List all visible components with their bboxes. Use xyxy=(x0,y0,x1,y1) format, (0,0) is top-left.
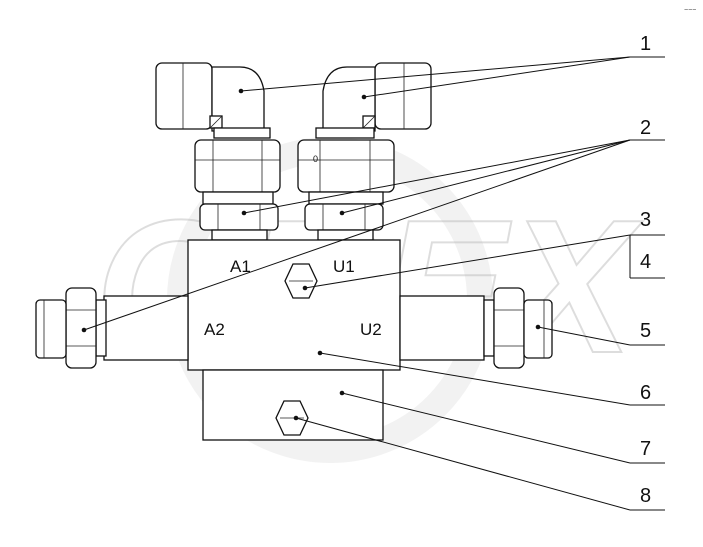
port-label-u1: U1 xyxy=(333,257,355,276)
left-side-fitting xyxy=(35,287,189,369)
right-side-fitting xyxy=(399,287,553,369)
svg-text:0: 0 xyxy=(313,154,318,164)
right-elbow-fitting xyxy=(315,62,432,139)
callout-5: 5 xyxy=(640,320,651,342)
port-label-u2: U2 xyxy=(360,320,382,339)
right-union-nut xyxy=(304,203,384,241)
corner-mark: −−− xyxy=(684,7,696,14)
leader-lines xyxy=(83,56,665,511)
callout-6: 6 xyxy=(640,382,651,404)
callout-4: 4 xyxy=(640,251,651,273)
callout-2: 2 xyxy=(640,117,651,139)
left-union-nut xyxy=(199,203,279,241)
left-elbow-fitting xyxy=(155,62,271,139)
top-plug-icon xyxy=(284,263,318,299)
left-hex-nut xyxy=(194,139,281,205)
callout-3: 3 xyxy=(640,209,651,231)
port-label-a1: A1 xyxy=(230,257,251,276)
valve-body xyxy=(187,239,401,371)
callout-1: 1 xyxy=(640,33,651,55)
port-label-a2: A2 xyxy=(204,320,225,339)
callout-7: 7 xyxy=(640,438,651,460)
callout-8: 8 xyxy=(640,485,651,507)
right-hex-nut: 0 xyxy=(297,139,395,205)
bottom-plug-icon xyxy=(275,400,309,436)
